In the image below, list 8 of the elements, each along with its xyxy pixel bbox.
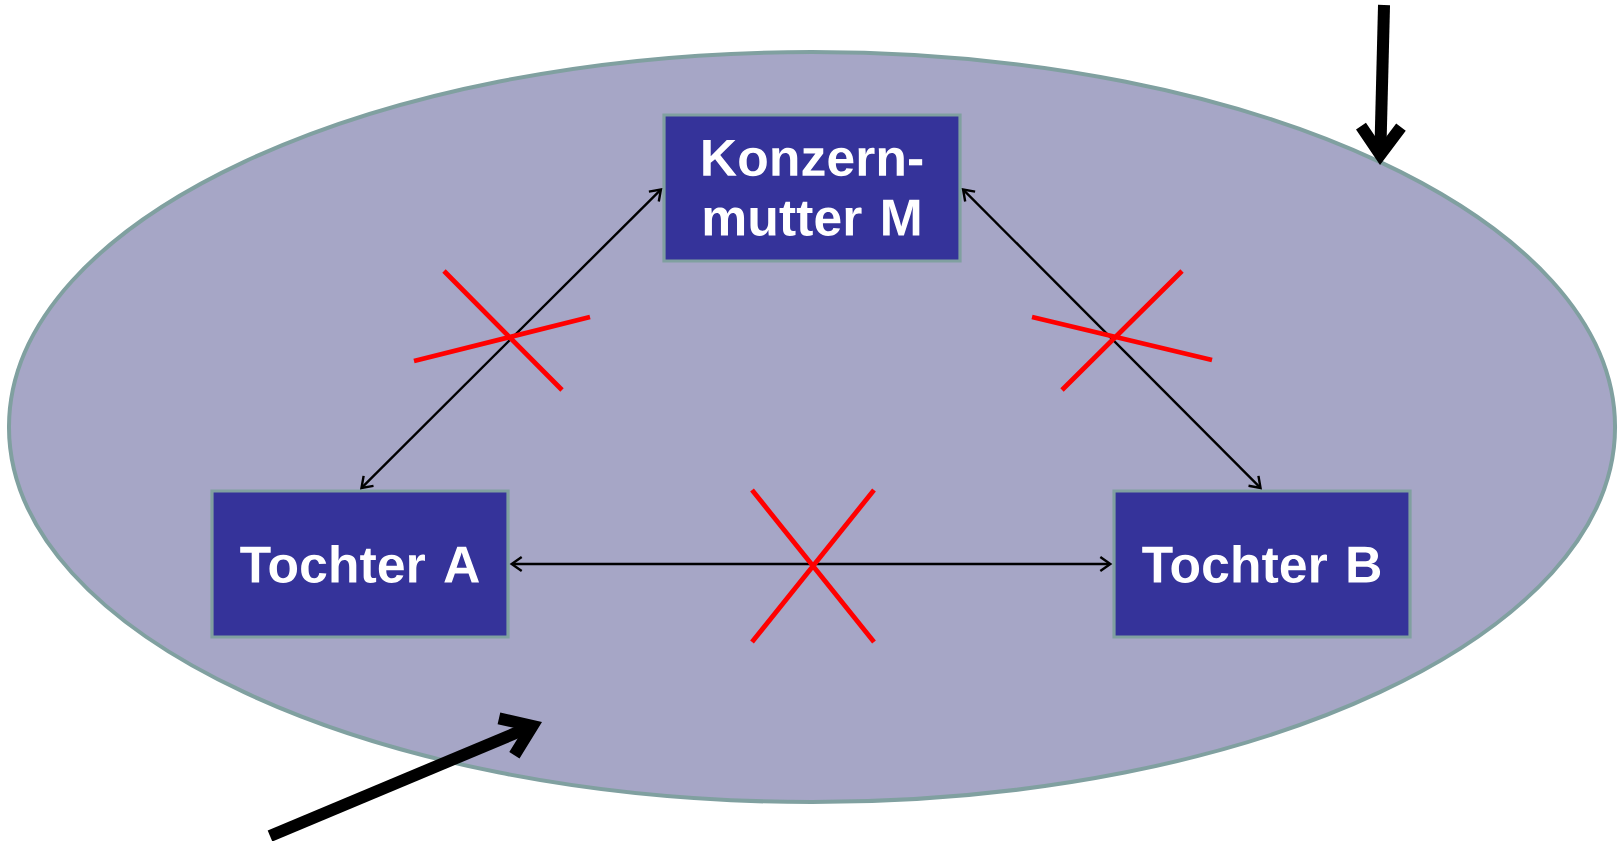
arrow [360,188,663,490]
arrow [961,188,1262,490]
entity-box: Konzern- mutter M [662,113,962,263]
entity-box: Tochter A [210,489,510,639]
entity-box: Tochter B [1112,489,1412,639]
pointer-arrow [267,712,542,841]
pointer-arrow [1356,4,1406,165]
arrow [509,556,1113,572]
